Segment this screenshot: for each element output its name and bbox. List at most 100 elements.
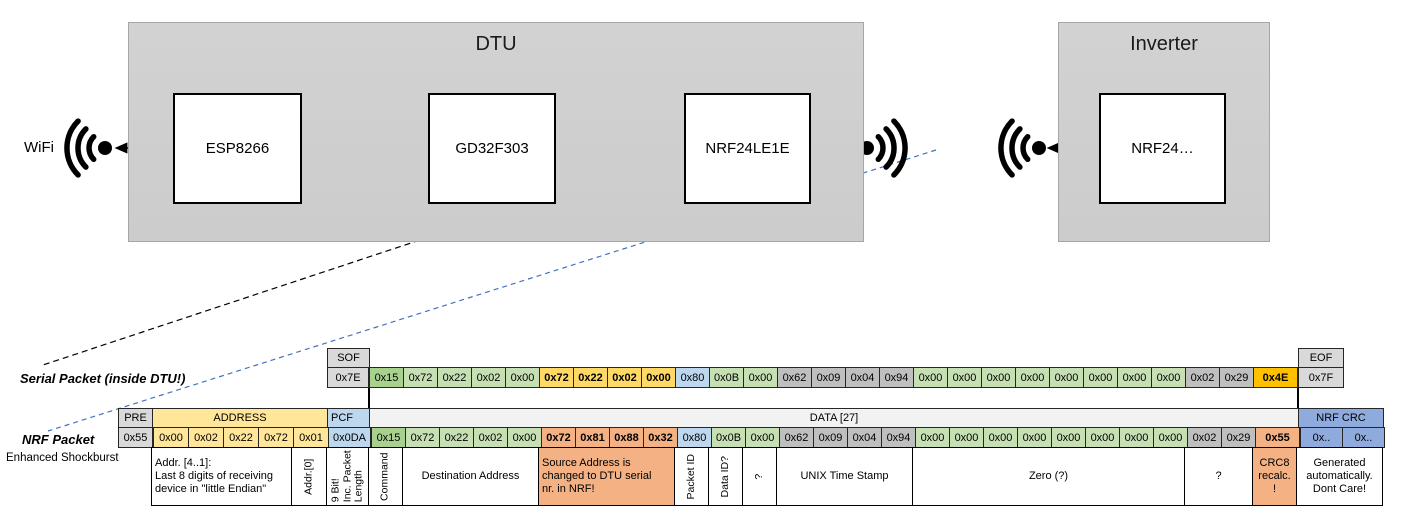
antenna-icon-inverter <box>998 118 1046 178</box>
nrf-header-row: PRE ADDRESS PCF DATA [27] NRF CRC <box>118 408 1384 428</box>
annotation-crc-generated: Generated automatically. Dont Care! <box>1296 447 1383 506</box>
chip-gd32f303: GD32F303 <box>428 93 556 204</box>
serial-byte-2: 0x72 <box>403 367 438 388</box>
serial-byte-20: 0x00 <box>1015 367 1050 388</box>
nrf-data-byte-4: 0x02 <box>473 427 508 448</box>
enhanced-shockburst-label: Enhanced Shockburst <box>6 452 119 464</box>
serial-sof-header: SOF <box>327 348 370 368</box>
annotation-data-id: Data ID? <box>708 447 743 506</box>
nrf-packet-label: NRF Packet <box>22 432 95 447</box>
nrf-data-byte-27: 0x55 <box>1255 427 1300 448</box>
annotation-unix-time-stamp: UNIX Time Stamp <box>776 447 913 506</box>
annotation-packet-id: Packet ID <box>674 447 709 506</box>
wifi-antenna-icon <box>64 118 112 178</box>
nrf-pre-value: 0x55 <box>118 427 153 448</box>
annotation-command: Command <box>368 447 403 506</box>
serial-eof-header: EOF <box>1298 348 1344 368</box>
chip-inverter-nrf24: NRF24… <box>1099 93 1226 204</box>
chip-esp8266: ESP8266 <box>173 93 302 204</box>
nrf-data-byte-25: 0x02 <box>1187 427 1222 448</box>
nrf-data-byte-26: 0x29 <box>1221 427 1256 448</box>
inverter-title: Inverter <box>1130 33 1198 55</box>
serial-eof-value: 0x7F <box>1298 367 1344 388</box>
nrf-address-byte-5: 0x01 <box>293 427 329 448</box>
annotation-question-2: ? <box>1184 447 1253 506</box>
annotation-zero: Zero (?) <box>912 447 1185 506</box>
annotation-command-text: Command <box>378 452 391 501</box>
annotation-addr-4-1: Addr. [4..1]: Last 8 digits of receiving… <box>151 447 292 506</box>
nrf-data-byte-13: 0x62 <box>779 427 814 448</box>
serial-byte-16: 0x94 <box>879 367 914 388</box>
nrf-pcf-header: PCF <box>327 408 370 428</box>
serial-byte-18: 0x00 <box>947 367 982 388</box>
serial-byte-6: 0x72 <box>539 367 574 388</box>
serial-byte-3: 0x22 <box>437 367 472 388</box>
serial-byte-21: 0x00 <box>1049 367 1084 388</box>
annotation-row: Addr. [4..1]: Last 8 digits of receiving… <box>151 447 1383 506</box>
nrf-data-byte-23: 0x00 <box>1119 427 1154 448</box>
nrf-data-byte-12: 0x00 <box>745 427 780 448</box>
nrf-crc-byte-1: 0x.. <box>1300 427 1343 448</box>
serial-byte-12: 0x00 <box>743 367 778 388</box>
serial-sof-value: 0x7E <box>327 367 370 388</box>
nrf-data-byte-6: 0x72 <box>541 427 576 448</box>
nrf-data-byte-5: 0x00 <box>507 427 542 448</box>
nrf-crc-header: NRF CRC <box>1298 408 1384 428</box>
serial-byte-4: 0x02 <box>471 367 506 388</box>
annotation-question-1: ? <box>742 447 777 506</box>
wifi-label: WiFi <box>24 139 54 156</box>
serial-byte-14: 0x09 <box>811 367 846 388</box>
antenna-icon-dtu-right <box>860 118 908 178</box>
nrf-data-header: DATA [27] <box>369 408 1299 428</box>
serial-byte-8: 0x02 <box>607 367 642 388</box>
annotation-crc8-recalc: CRC8 recalc. ! <box>1252 447 1297 506</box>
nrf-data-byte-1: 0x15 <box>371 427 406 448</box>
nrf-data-byte-22: 0x00 <box>1085 427 1120 448</box>
annotation-packet-id-text: Packet ID <box>684 453 697 500</box>
serial-byte-15: 0x04 <box>845 367 880 388</box>
nrf-data-byte-15: 0x04 <box>847 427 882 448</box>
annotation-pcf-length: 9 Bit! Inc. Packet Length <box>326 447 369 506</box>
nrf-address-byte-2: 0x02 <box>188 427 224 448</box>
annotation-addr-0-text: Addr.[0] <box>302 458 315 495</box>
serial-byte-19: 0x00 <box>981 367 1016 388</box>
annotation-destination-address: Destination Address <box>402 447 539 506</box>
nrf-data-byte-19: 0x00 <box>983 427 1018 448</box>
serial-byte-13: 0x62 <box>777 367 812 388</box>
serial-byte-22: 0x00 <box>1083 367 1118 388</box>
serial-byte-7: 0x22 <box>573 367 608 388</box>
nrf-address-byte-4: 0x72 <box>258 427 294 448</box>
annotation-source-address: Source Address is changed to DTU serial … <box>538 447 675 506</box>
nrf-address-byte-1: 0x00 <box>153 427 189 448</box>
nrf-address-byte-3: 0x22 <box>223 427 259 448</box>
nrf-data-byte-8: 0x88 <box>609 427 644 448</box>
serial-byte-26: 0x29 <box>1219 367 1254 388</box>
nrf-data-byte-24: 0x00 <box>1153 427 1188 448</box>
serial-byte-1: 0x15 <box>369 367 404 388</box>
serial-byte-9: 0x00 <box>641 367 676 388</box>
annotation-addr-0: Addr.[0] <box>291 447 327 506</box>
nrf-data-byte-14: 0x09 <box>813 427 848 448</box>
serial-byte-24: 0x00 <box>1151 367 1186 388</box>
nrf-pre-header: PRE <box>118 408 153 428</box>
nrf-data-byte-7: 0x81 <box>575 427 610 448</box>
nrf-data-byte-18: 0x00 <box>949 427 984 448</box>
serial-packet-label: Serial Packet (inside DTU!) <box>20 371 186 386</box>
serial-byte-10: 0x80 <box>675 367 710 388</box>
nrf-data-byte-17: 0x00 <box>915 427 950 448</box>
nrf-data-byte-3: 0x22 <box>439 427 474 448</box>
nrf-data-byte-2: 0x72 <box>405 427 440 448</box>
nrf-address-header: ADDRESS <box>152 408 328 428</box>
serial-byte-25: 0x02 <box>1185 367 1220 388</box>
serial-byte-17: 0x00 <box>913 367 948 388</box>
inverter-container: Inverter <box>1058 22 1270 242</box>
nrf-data-byte-21: 0x00 <box>1051 427 1086 448</box>
nrf-crc-byte-2: 0x.. <box>1342 427 1385 448</box>
nrf-data-byte-10: 0x80 <box>677 427 712 448</box>
serial-byte-27: 0x4E <box>1253 367 1298 388</box>
nrf-pcf-value: 0x0DA <box>328 427 371 448</box>
chip-nrf24le1e: NRF24LE1E <box>684 93 811 204</box>
